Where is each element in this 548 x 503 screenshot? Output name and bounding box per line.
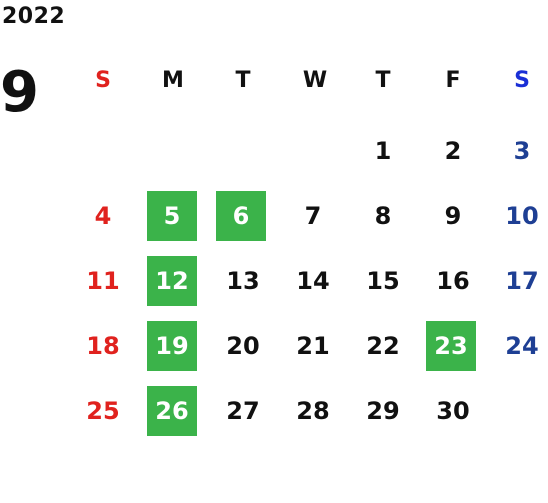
day-cell[interactable]: 4 <box>94 202 112 230</box>
year-label: 2022 <box>2 4 66 29</box>
weekday-friday: F <box>445 68 461 93</box>
day-cell[interactable]: 27 <box>226 397 260 425</box>
day-cell-highlighted[interactable]: 23 <box>426 321 476 371</box>
day-cell-highlighted[interactable]: 12 <box>147 256 197 306</box>
day-cell[interactable]: 3 <box>513 137 531 165</box>
day-cell[interactable]: 21 <box>296 332 330 360</box>
day-cell[interactable]: 30 <box>436 397 470 425</box>
day-cell-highlighted[interactable]: 6 <box>216 191 266 241</box>
day-cell[interactable]: 22 <box>366 332 400 360</box>
day-cell[interactable]: 24 <box>505 332 539 360</box>
day-cell[interactable]: 18 <box>86 332 120 360</box>
day-cell[interactable]: 29 <box>366 397 400 425</box>
day-cell[interactable]: 28 <box>296 397 330 425</box>
day-cell[interactable]: 15 <box>366 267 400 295</box>
day-cell[interactable]: 1 <box>374 137 392 165</box>
day-cell[interactable]: 2 <box>444 137 462 165</box>
day-cell[interactable]: 14 <box>296 267 330 295</box>
day-cell[interactable]: 16 <box>436 267 470 295</box>
day-cell-highlighted[interactable]: 19 <box>147 321 197 371</box>
day-cell-highlighted[interactable]: 26 <box>147 386 197 436</box>
weekday-tuesday: T <box>235 68 251 93</box>
weekday-thursday: T <box>375 68 391 93</box>
month-number: 9 <box>0 60 39 125</box>
day-cell[interactable]: 11 <box>86 267 120 295</box>
day-cell[interactable]: 25 <box>86 397 120 425</box>
weekday-monday: M <box>162 68 184 93</box>
weekday-wednesday: W <box>302 68 328 93</box>
day-cell[interactable]: 8 <box>374 202 392 230</box>
day-cell[interactable]: 10 <box>505 202 539 230</box>
day-cell[interactable]: 9 <box>444 202 462 230</box>
day-cell[interactable]: 7 <box>304 202 322 230</box>
day-cell-highlighted[interactable]: 5 <box>147 191 197 241</box>
weekday-sunday: S <box>95 68 111 93</box>
weekday-saturday: S <box>514 68 530 93</box>
day-cell[interactable]: 17 <box>505 267 539 295</box>
day-cell[interactable]: 13 <box>226 267 260 295</box>
day-cell[interactable]: 20 <box>226 332 260 360</box>
